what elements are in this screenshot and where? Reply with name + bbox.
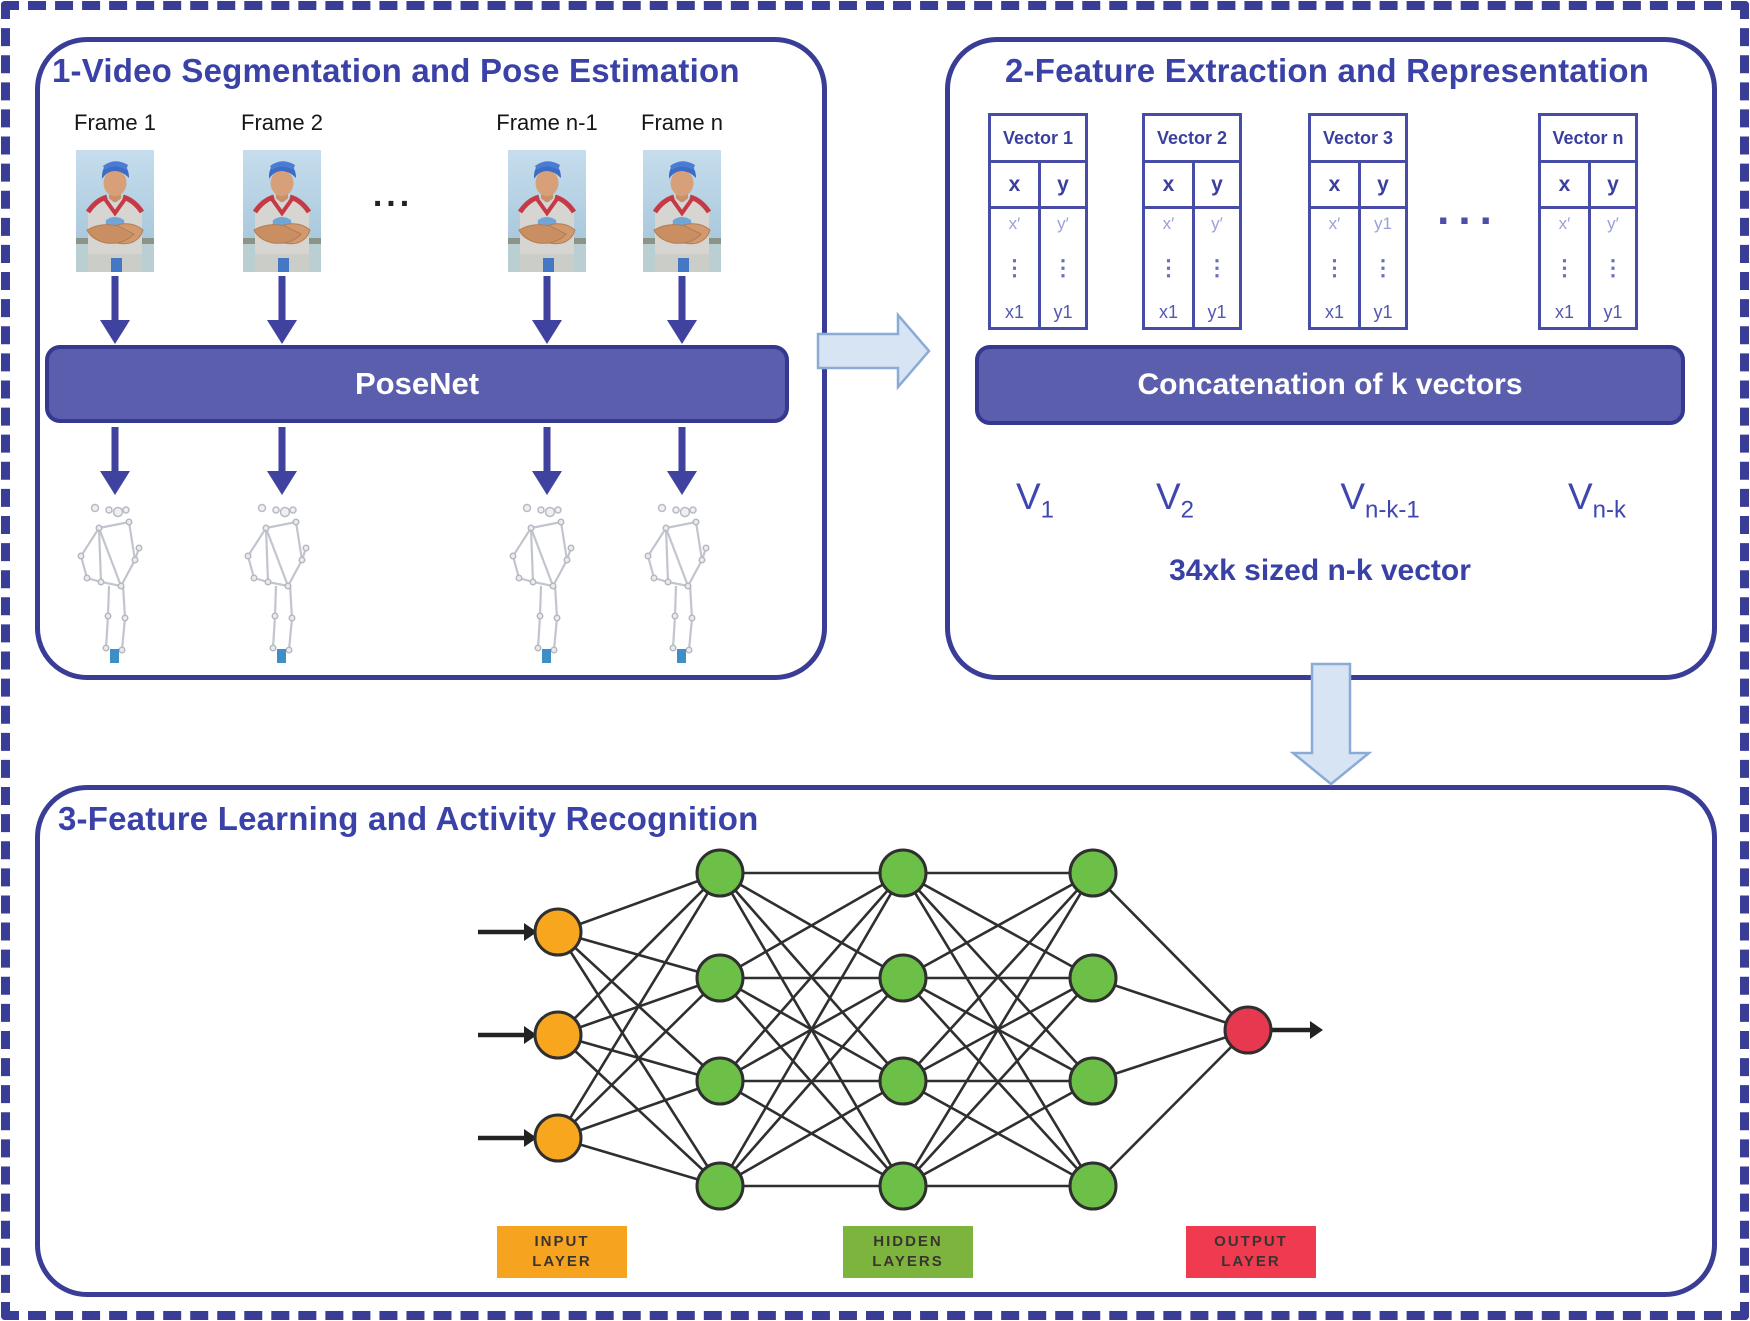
vector-table-title: Vector 1 [991, 116, 1085, 163]
cell-x-last: x1 [1158, 301, 1178, 322]
cell-y-last: y1 [1053, 301, 1073, 322]
y-column: y′ ⋮ y1 [1038, 209, 1085, 327]
cell-x-last: x1 [1554, 301, 1574, 322]
x-column: x′ ⋮ x1 [1541, 209, 1588, 327]
vector-table-body: x′ ⋮ x1 y′ ⋮ y1 [991, 209, 1085, 327]
vector-table: Vector 2 x y x′ ⋮ x1 y′ ⋮ y1 [1142, 113, 1242, 330]
panel-feature-learning [35, 785, 1717, 1297]
frames-ellipsis: ... [372, 176, 414, 214]
right-block-arrow-icon [816, 311, 931, 391]
legend-label: LAYERS [872, 1253, 944, 1270]
cell-x-dots: ⋮ [1323, 255, 1346, 281]
vector-table-header: x y [991, 163, 1085, 209]
legend-label: OUTPUT [1214, 1232, 1288, 1250]
vector-table: Vector 1 x y x′ ⋮ x1 y′ ⋮ y1 [988, 113, 1088, 330]
cell-y-dots: ⋮ [1372, 255, 1394, 281]
cell-x-last: x1 [1004, 301, 1024, 322]
vector-table-title: Vector n [1541, 116, 1635, 163]
cell-y-first: y1 [1374, 214, 1392, 233]
legend-label: LAYER [532, 1253, 592, 1270]
vector-size-note: 34xk sized n-k vector [1169, 554, 1471, 587]
posenet-bar: PoseNet [45, 345, 789, 423]
column-header-x: x [1162, 172, 1175, 196]
cell-y-last: y1 [1603, 301, 1623, 322]
frame-label: Frame 1 [74, 110, 156, 135]
x-column: x′ ⋮ x1 [1311, 209, 1358, 327]
cell-y-first: y′ [1211, 214, 1223, 233]
cell-y-dots: ⋮ [1052, 255, 1074, 281]
legend-label: HIDDEN [873, 1232, 943, 1250]
legend-label: INPUT [534, 1232, 590, 1250]
cell-x-dots: ⋮ [1003, 255, 1026, 281]
panel1-title: 1-Video Segmentation and Pose Estimation [52, 52, 740, 89]
vector-table-body: x′ ⋮ x1 y′ ⋮ y1 [1145, 209, 1239, 327]
frame-label: Frame n [641, 110, 723, 135]
column-header-x: x [1558, 172, 1571, 196]
legend-input-layer: INPUT LAYER [497, 1226, 627, 1278]
cell-y-last: y1 [1207, 301, 1227, 322]
legend-output-layer: OUTPUT LAYER [1186, 1226, 1316, 1278]
vector-table-title: Vector 3 [1311, 116, 1405, 163]
x-column: x′ ⋮ x1 [1145, 209, 1192, 327]
vector-table-title: Vector 2 [1145, 116, 1239, 163]
frame-label: Frame n-1 [496, 110, 598, 135]
column-header-y: y [1192, 163, 1239, 206]
vector-symbol: Vn-k [1567, 476, 1627, 524]
vector-table-body: x′ ⋮ x1 y1 ⋮ y1 [1311, 209, 1405, 327]
cell-x-first: x′ [1008, 214, 1021, 233]
cell-y-last: y1 [1373, 301, 1393, 322]
column-header-y: y [1038, 163, 1085, 206]
down-block-arrow-icon [1289, 662, 1373, 786]
cell-y-first: y′ [1607, 214, 1619, 233]
vector-table-header: x y [1145, 163, 1239, 209]
vector-table-header: x y [1541, 163, 1635, 209]
frame-label: Frame 2 [241, 110, 323, 135]
vector-symbol: V2 [1155, 476, 1195, 524]
cell-y-dots: ⋮ [1602, 255, 1624, 281]
cell-x-first: x′ [1162, 214, 1175, 233]
vector-table-header: x y [1311, 163, 1405, 209]
column-header-x: x [1008, 172, 1021, 196]
y-column: y′ ⋮ y1 [1588, 209, 1635, 327]
vector-table: Vector n x y x′ ⋮ x1 y′ ⋮ y1 [1538, 113, 1638, 330]
cell-x-dots: ⋮ [1157, 255, 1180, 281]
legend-label: LAYER [1221, 1253, 1281, 1270]
vector-symbol: Vn-k-1 [1340, 476, 1420, 524]
tables-ellipsis: ... [1437, 185, 1501, 234]
x-column: x′ ⋮ x1 [991, 209, 1038, 327]
vector-symbol: V1 [1015, 476, 1055, 524]
y-column: y′ ⋮ y1 [1192, 209, 1239, 327]
cell-x-first: x′ [1558, 214, 1571, 233]
cell-x-dots: ⋮ [1553, 255, 1576, 281]
panel2-title: 2-Feature Extraction and Representation [1005, 52, 1650, 89]
y-column: y1 ⋮ y1 [1358, 209, 1405, 327]
cell-x-first: x′ [1328, 214, 1341, 233]
cell-x-last: x1 [1324, 301, 1344, 322]
vector-table: Vector 3 x y x′ ⋮ x1 y1 ⋮ y1 [1308, 113, 1408, 330]
legend-hidden-layers: HIDDEN LAYERS [843, 1226, 973, 1278]
column-header-y: y [1588, 163, 1635, 206]
column-header-y: y [1358, 163, 1405, 206]
vector-table-body: x′ ⋮ x1 y′ ⋮ y1 [1541, 209, 1635, 327]
column-header-x: x [1328, 172, 1341, 196]
panel3-title: 3-Feature Learning and Activity Recognit… [58, 800, 759, 837]
cell-y-dots: ⋮ [1206, 255, 1228, 281]
cell-y-first: y′ [1057, 214, 1069, 233]
concatenation-bar: Concatenation of k vectors [975, 345, 1685, 425]
